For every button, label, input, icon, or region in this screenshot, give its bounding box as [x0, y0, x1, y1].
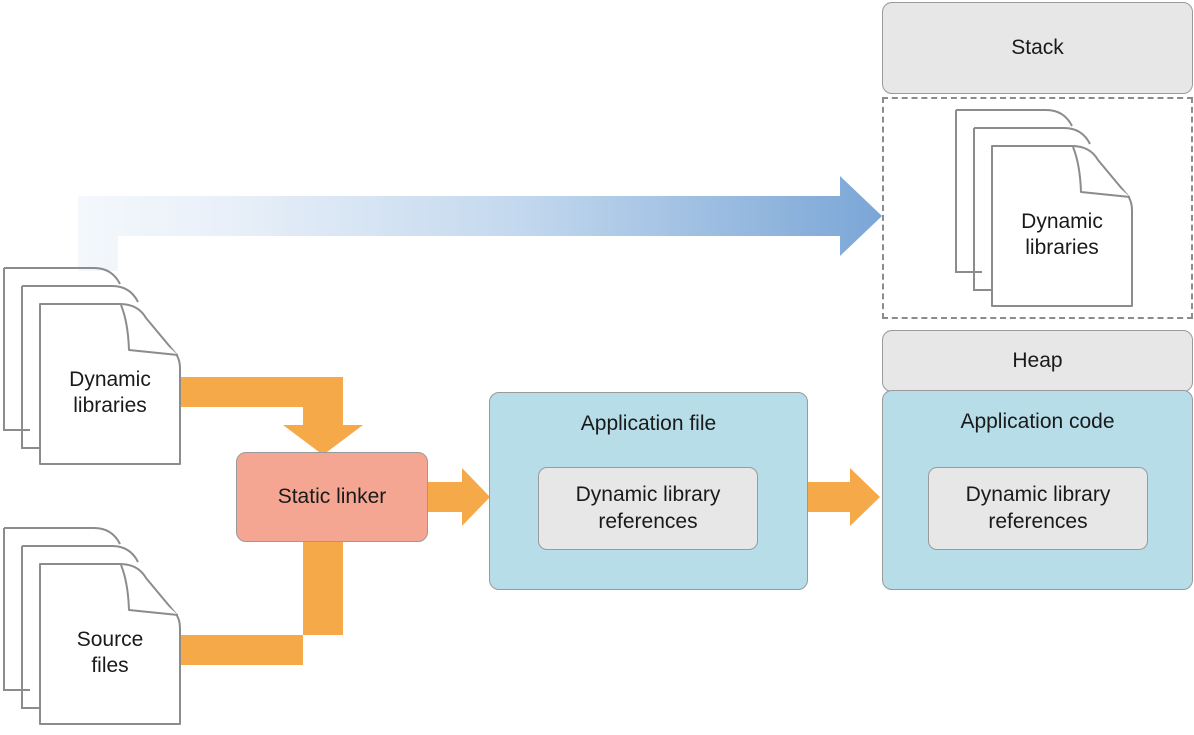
- region-loaded-dynamic-libraries: [882, 97, 1193, 319]
- document-stack-label: Source files: [40, 627, 180, 680]
- label-line-1: Dynamic library: [965, 483, 1111, 507]
- document-stack-dynamic-libraries-source: Dynamic libraries: [0, 262, 185, 467]
- application-code-label: Application code: [960, 410, 1115, 433]
- label-line-1: Dynamic: [1021, 210, 1103, 233]
- stack-label: Stack: [1011, 36, 1064, 60]
- document-stack-dynamic-libraries-loaded: Dynamic libraries: [952, 104, 1137, 309]
- label-line-2: references: [598, 509, 698, 533]
- static-linker-label: Static linker: [277, 485, 387, 509]
- heap-label: Heap: [1012, 349, 1063, 373]
- label-line-2: libraries: [1025, 236, 1099, 260]
- node-application-code-dynamic-library-references[interactable]: Dynamic library references: [928, 467, 1148, 550]
- arrow-application-file-to-application-code: [808, 468, 880, 526]
- document-stack-label: Dynamic libraries: [992, 209, 1132, 262]
- label-line-1: Source: [76, 628, 144, 651]
- arrow-dynamic-libraries-to-memory: [78, 176, 882, 271]
- arrow-dynamic-libraries-to-static-linker: [178, 377, 363, 455]
- label-line-1: Dynamic library: [575, 483, 721, 507]
- label-line-2: libraries: [73, 394, 147, 418]
- arrow-static-linker-to-application-file: [428, 468, 490, 526]
- document-stack-source-files: Source files: [0, 522, 185, 727]
- label-line-2: files: [91, 654, 129, 678]
- node-static-linker[interactable]: Static linker: [236, 452, 428, 542]
- document-stack-label: Dynamic libraries: [40, 367, 180, 420]
- label-line-2: references: [988, 509, 1088, 533]
- label-line-1: Dynamic: [69, 368, 151, 391]
- node-application-file-dynamic-library-references[interactable]: Dynamic library references: [538, 467, 758, 550]
- application-file-label: Application file: [580, 412, 717, 435]
- node-heap[interactable]: Heap: [882, 330, 1193, 392]
- node-stack[interactable]: Stack: [882, 2, 1193, 94]
